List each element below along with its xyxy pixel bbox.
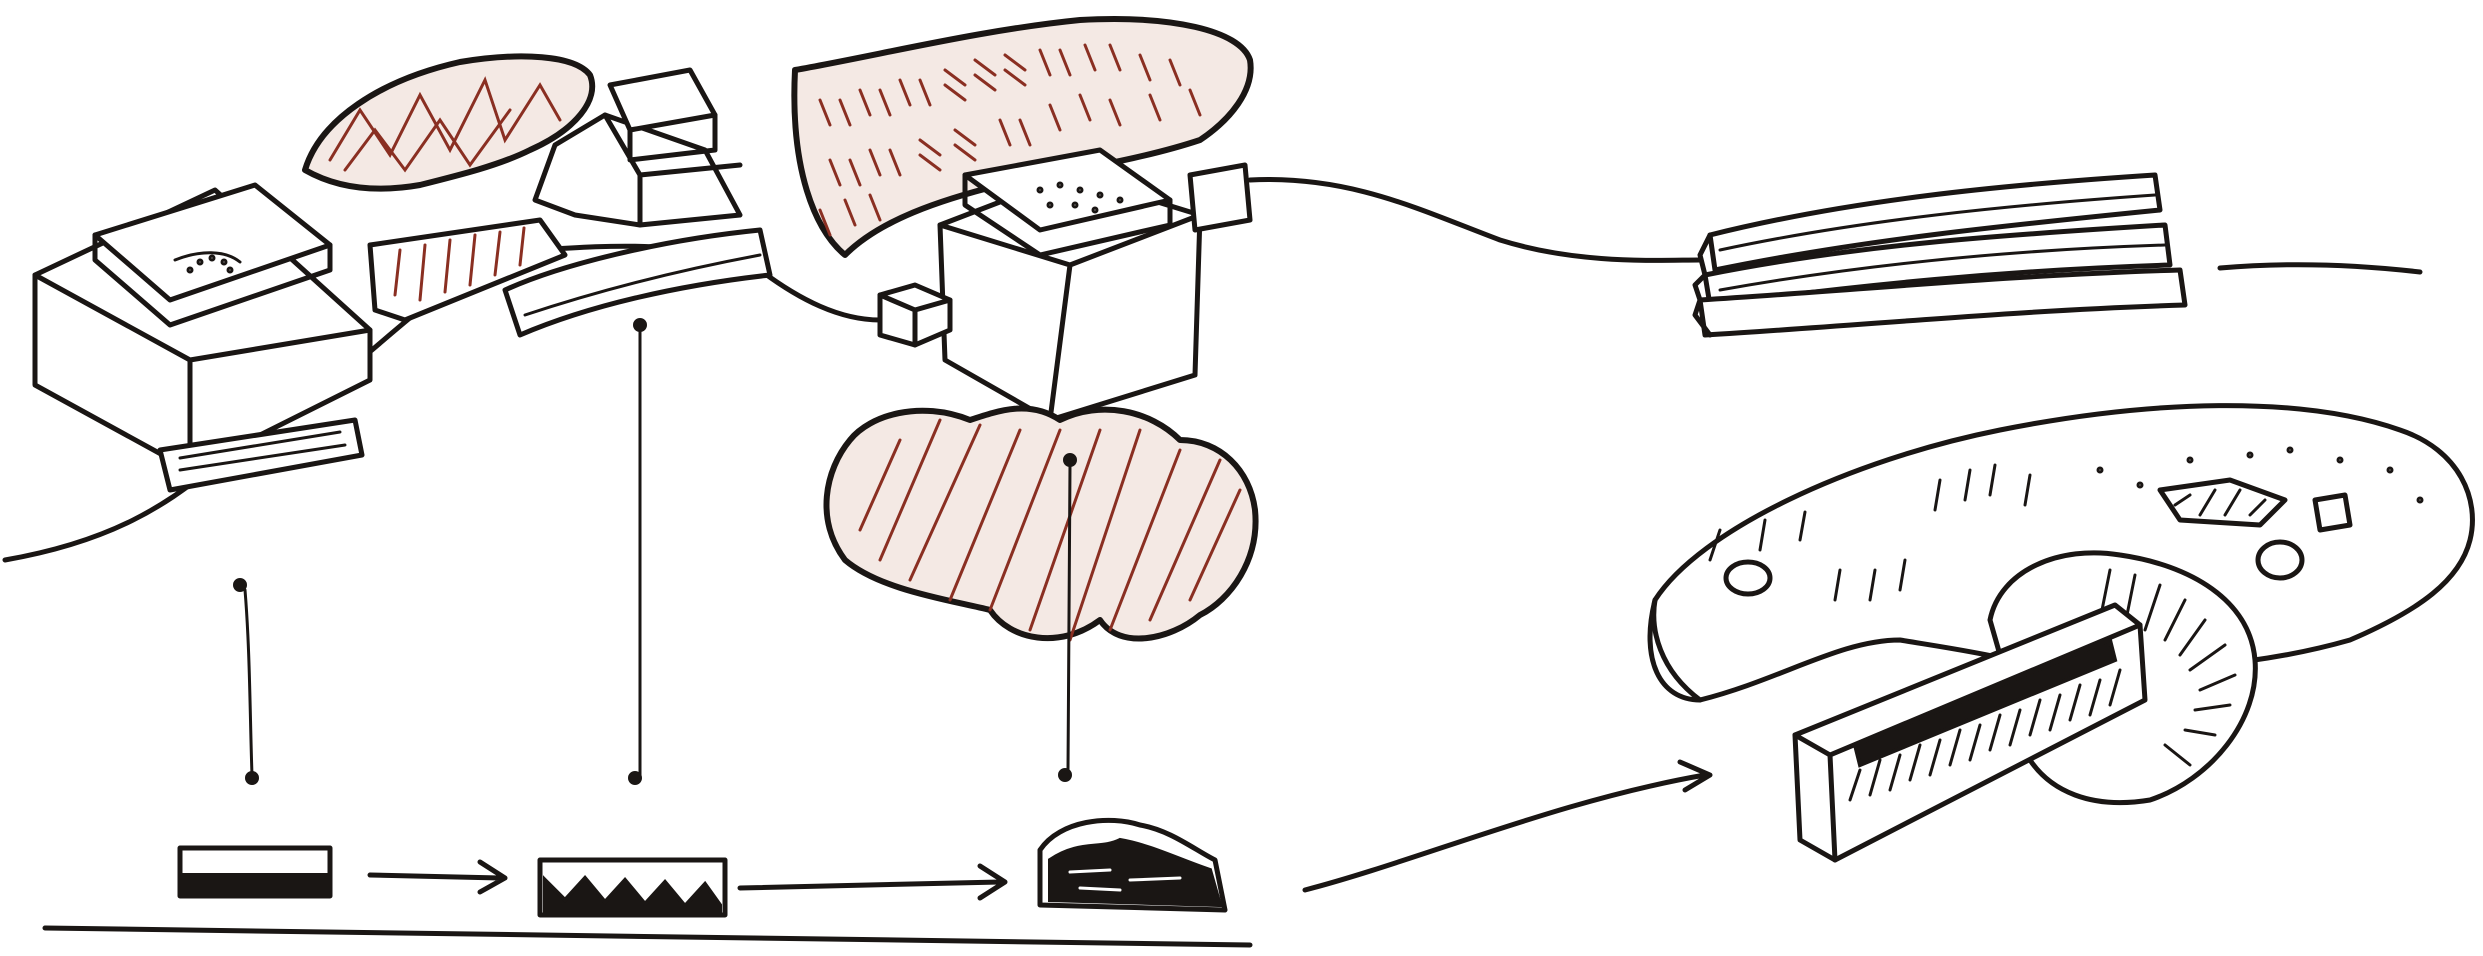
building-cluster-3 [794,19,1255,780]
arrow-1 [370,862,505,892]
section-block-hatched [540,860,725,915]
building-cluster-2 [305,56,770,783]
ground-baseline [45,928,1250,945]
building-cluster-1 [35,185,370,490]
arrow-2 [740,866,1005,898]
leader-1 [235,580,257,783]
section-block-plain [180,848,330,896]
stacked-slabs [1695,175,2185,335]
section-blocks-row [45,820,1250,945]
curved-landform-with-rotunda [1650,406,2472,860]
arrow-to-landform [1305,762,1710,890]
section-block-rough [1040,820,1225,910]
